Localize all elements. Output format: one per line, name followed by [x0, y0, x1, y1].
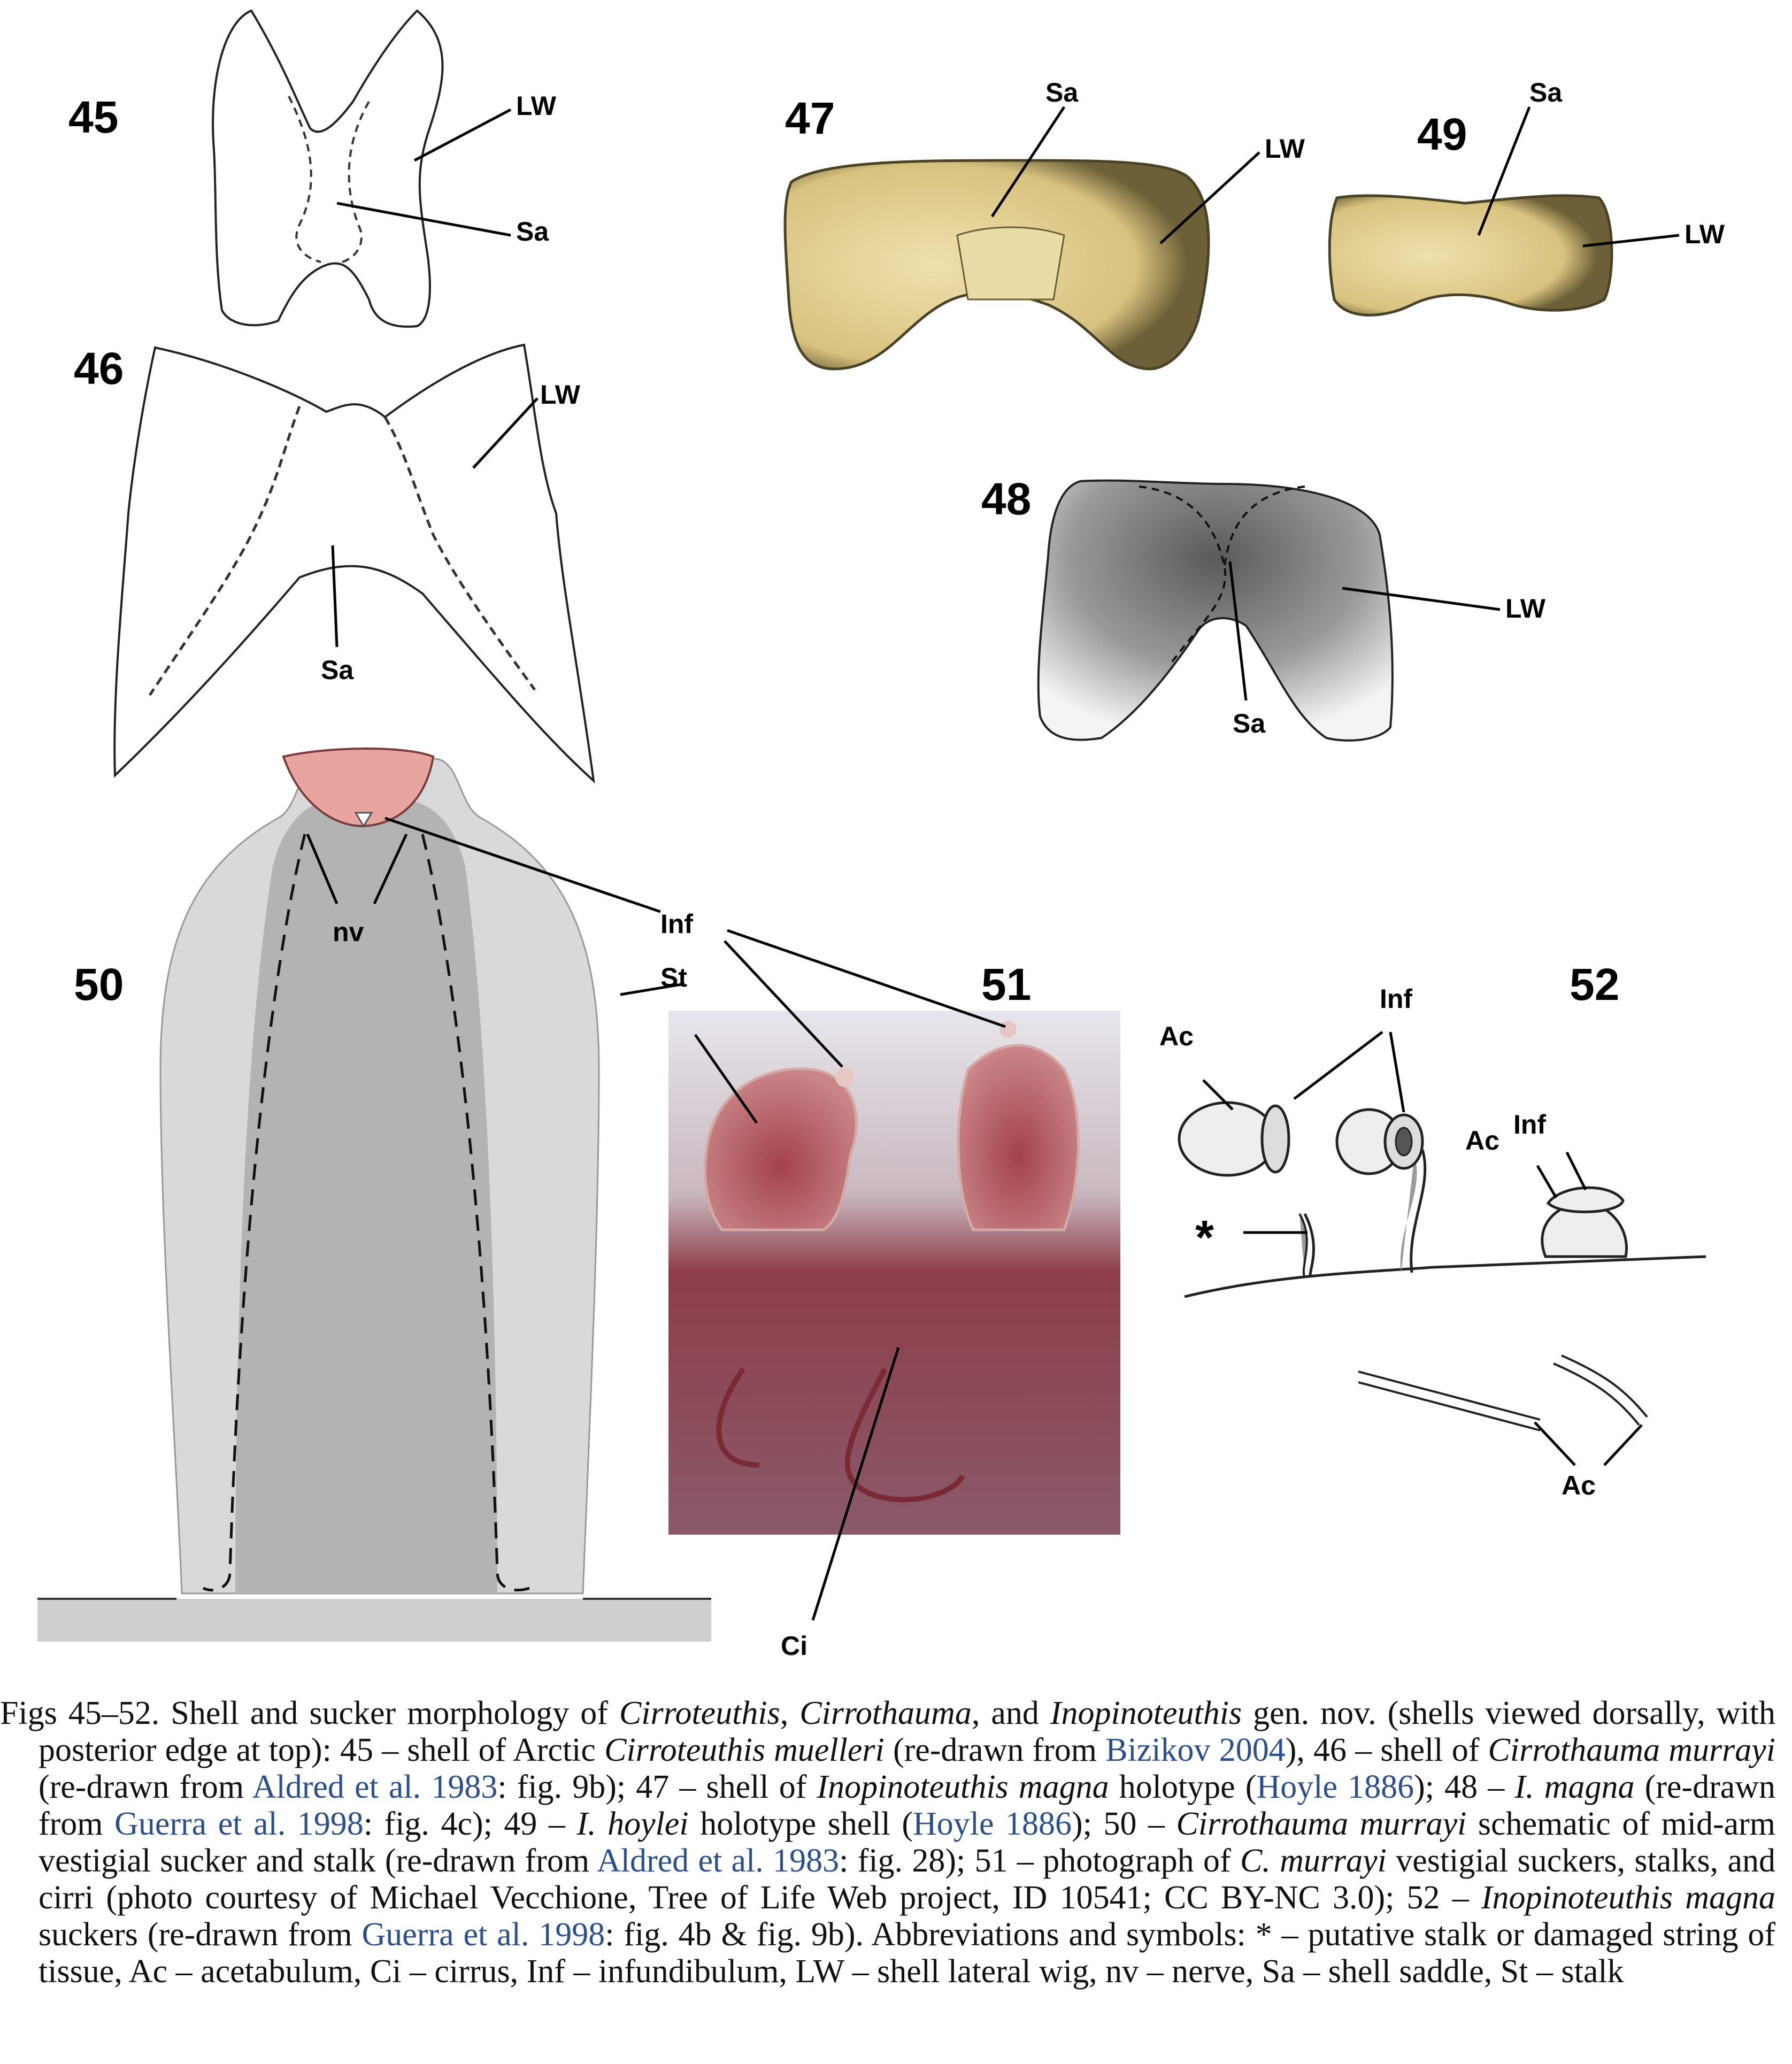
citation-link[interactable]: Hoyle 1886: [1256, 1769, 1414, 1805]
label-52-Ac-right: Ac: [1465, 1126, 1499, 1156]
photo-sucker-right: [957, 1044, 1080, 1231]
arm-surface-52: [1184, 1255, 1706, 1298]
label-52-Inf-upper: Inf: [1380, 984, 1412, 1014]
shell-45-outline: [212, 9, 444, 328]
stalk-50-core: [235, 802, 497, 1593]
figure-50: 50 nv: [37, 748, 711, 1642]
label-46-LW: LW: [540, 380, 581, 410]
label-51-Inf: Inf: [660, 909, 693, 939]
citation-link[interactable]: Guerra et al. 1998: [362, 1916, 605, 1953]
figure-49: 49 Sa LW: [1328, 78, 1725, 317]
figure-45: 45 LW Sa: [68, 9, 557, 328]
label-50-nv: nv: [333, 917, 364, 947]
label-52-Ac-left: Ac: [1159, 1021, 1194, 1051]
label-47-LW: LW: [1265, 134, 1305, 164]
figure-plate: 45 LW Sa 46 LW Sa 47 Sa LW 49 Sa LW: [37, 9, 1725, 1661]
citation-link[interactable]: Aldred et al. 1983: [252, 1769, 498, 1805]
citation-link[interactable]: Guerra et al. 1998: [114, 1806, 364, 1842]
figure-46: 46 LW Sa: [74, 343, 595, 784]
label-51-Ci: Ci: [781, 1631, 807, 1661]
figure-47: 47 Sa LW: [783, 78, 1305, 371]
shell-46-outline: [113, 343, 595, 784]
figure-48: 48 LW Sa: [981, 474, 1546, 742]
label-45-LW: LW: [516, 91, 557, 121]
label-52-Inf-right: Inf: [1513, 1110, 1546, 1139]
citation-link[interactable]: Hoyle 1886: [912, 1806, 1072, 1842]
citation-link[interactable]: Bizikov 2004: [1105, 1732, 1286, 1768]
citation-link[interactable]: Aldred et al. 1983: [596, 1843, 840, 1879]
label-47-Sa: Sa: [1045, 78, 1079, 107]
photo-sucker-left: [703, 1067, 858, 1231]
figure-number-51: 51: [981, 959, 1031, 1010]
label-48-Sa: Sa: [1233, 708, 1266, 738]
shell-49-outline: [1328, 194, 1613, 317]
label-46-Sa: Sa: [321, 655, 354, 685]
label-48-LW: LW: [1505, 594, 1546, 623]
figure-number-47: 47: [785, 93, 835, 143]
figure-number-46: 46: [74, 343, 124, 394]
label-49-Sa: Sa: [1529, 78, 1563, 107]
label-45-Sa: Sa: [516, 217, 549, 247]
label-52-asterisk: *: [1195, 1211, 1214, 1265]
stalk-50-base-shadow: [37, 1599, 711, 1642]
figure-caption: Figs 45–52. Shell and sucker morphology …: [0, 1695, 1776, 1990]
label-49-LW: LW: [1685, 219, 1725, 249]
figure-number-48: 48: [981, 474, 1031, 524]
sucker-50: [282, 748, 435, 828]
figure-51: 51 Inf St Ci: [660, 909, 1120, 1661]
label-51-St: St: [660, 962, 687, 992]
shell-48-outline: [1037, 479, 1394, 742]
figure-number-49: 49: [1417, 109, 1467, 159]
figure-52: 52 Inf Ac Inf Ac * Ac: [1159, 959, 1706, 1500]
figure-number-52: 52: [1570, 959, 1619, 1010]
figure-number-45: 45: [68, 92, 118, 142]
label-52-Ac-bottom: Ac: [1562, 1470, 1596, 1500]
figure-number-50: 50: [74, 959, 124, 1010]
